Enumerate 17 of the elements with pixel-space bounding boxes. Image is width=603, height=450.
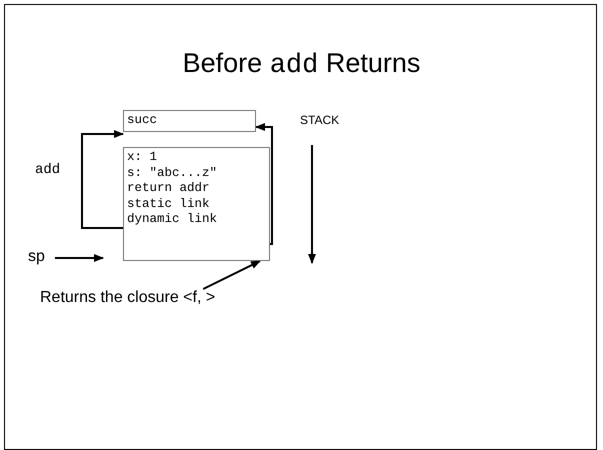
stack-cell (123, 110, 256, 132)
field-text: x: 1 (127, 150, 158, 166)
field-text: dynamic link (127, 212, 218, 228)
arrow (81, 130, 124, 229)
note-text: Returns the closure <f, > (40, 289, 216, 307)
field-text: return addr (127, 181, 211, 196)
pointer-label: sp (28, 248, 45, 266)
arrow (54, 254, 104, 262)
slide-title: Before add Returns (182, 48, 422, 81)
arrow (255, 123, 273, 245)
field-text: succ (127, 113, 158, 128)
leader-line (202, 260, 261, 290)
stack-label: STACK (300, 113, 340, 127)
field-text: s: "abc...z" (127, 166, 218, 181)
frame-label: add (35, 162, 60, 178)
stack-frame (123, 147, 270, 261)
field-text: static link (127, 196, 211, 212)
